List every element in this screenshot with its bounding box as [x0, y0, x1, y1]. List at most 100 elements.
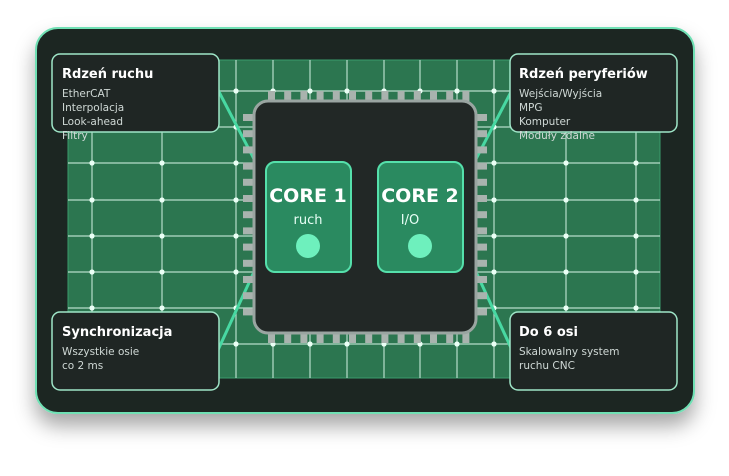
chip-pin [365, 91, 373, 103]
card-axes-title: Do 6 osi [519, 325, 578, 340]
card-motion-core-line: Look-ahead [62, 116, 123, 128]
card-axes: Do 6 osi Skalowalny system ruchu CNC [509, 311, 678, 391]
chip-pin [243, 114, 255, 121]
chip-pin [316, 331, 324, 343]
chip-pin [243, 243, 255, 251]
grid-via [491, 160, 497, 166]
chip-pin [243, 195, 255, 202]
chip-pin [332, 91, 340, 103]
card-synchronization-title: Synchronizacja [62, 325, 172, 340]
chip-pin [316, 91, 324, 103]
grid-via [233, 269, 239, 275]
chip-pin [446, 91, 454, 103]
grid-via [159, 197, 165, 203]
chip-pin [475, 276, 487, 283]
card-peripheral-core-line: Komputer [519, 116, 571, 128]
core-1-title: CORE 1 [269, 185, 347, 207]
grid-via [563, 269, 569, 275]
chip-pin [475, 243, 487, 251]
chip-pin [397, 331, 405, 343]
chip-pin [381, 91, 389, 103]
grid-via [307, 88, 313, 94]
chip-pin [462, 331, 470, 343]
card-axes-box [509, 311, 678, 391]
grid-via [233, 233, 239, 239]
chip-pin [349, 91, 356, 103]
card-synchronization-line: co 2 ms [62, 360, 103, 372]
card-motion-core-line: EtherCAT [62, 88, 111, 100]
card-motion-core-line: Filtry [62, 130, 88, 142]
card-synchronization: Synchronizacja Wszystkie osie co 2 ms [51, 311, 220, 391]
grid-via [89, 269, 95, 275]
chip-pin [475, 308, 487, 316]
chip-pin [446, 331, 454, 343]
grid-via [454, 88, 460, 94]
chip-pin [475, 259, 487, 267]
grid-via [89, 197, 95, 203]
chip-pin [365, 331, 373, 343]
grid-via [159, 305, 165, 311]
core-1: CORE 1 ruch [265, 161, 352, 273]
card-motion-core-title: Rdzeń ruchu [62, 67, 153, 82]
grid-via [89, 305, 95, 311]
grid-via [159, 233, 165, 239]
chip-pin [475, 130, 487, 138]
card-peripheral-core-box [509, 53, 678, 133]
grid-via [159, 160, 165, 166]
chip-pin [300, 331, 308, 343]
chip-pin [475, 178, 487, 186]
card-peripheral-core-line: MPG [519, 102, 543, 114]
chip-pin [243, 146, 255, 154]
chip-pin [475, 162, 487, 170]
chip-pin [397, 91, 405, 103]
chip-pin [475, 227, 487, 235]
grid-via [633, 233, 639, 239]
card-axes-line: ruchu CNC [519, 360, 575, 372]
grid-via [233, 341, 239, 347]
chip-pin [475, 146, 487, 154]
core-1-indicator-dot [296, 234, 320, 258]
grid-via [89, 233, 95, 239]
card-peripheral-core: Rdzeń peryferiów Wejścia/Wyjścia MPG Kom… [509, 53, 678, 142]
chip-pin [332, 331, 340, 343]
grid-via [344, 88, 350, 94]
grid-via [233, 160, 239, 166]
grid-via [159, 269, 165, 275]
card-axes-line: Skalowalny system [519, 346, 619, 358]
chip-pin [300, 91, 308, 103]
card-synchronization-line: Wszystkie osie [62, 346, 139, 358]
chip-pin [381, 331, 389, 343]
card-peripheral-core-title: Rdzeń peryferiów [519, 67, 648, 82]
chip-pin [243, 276, 255, 283]
chip-body [252, 99, 478, 335]
grid-via [454, 341, 460, 347]
grid-via [633, 305, 639, 311]
chip-pin [243, 259, 255, 267]
chip-pin [475, 195, 487, 202]
grid-via [233, 88, 239, 94]
card-peripheral-core-line: Wejścia/Wyjścia [519, 88, 602, 100]
grid-via [491, 233, 497, 239]
core-2-indicator-dot [408, 234, 432, 258]
chip-pin [243, 130, 255, 138]
chip-pin [268, 91, 275, 103]
chip-pin [430, 331, 437, 343]
core-1-subtitle: ruch [294, 213, 323, 228]
grid-via [633, 197, 639, 203]
grid-via [563, 305, 569, 311]
core-2-subtitle: I/O [401, 213, 419, 228]
core-1-box [265, 161, 352, 273]
grid-via [491, 197, 497, 203]
core-2-box [377, 161, 464, 273]
grid-via [491, 269, 497, 275]
core-2-title: CORE 2 [381, 185, 459, 207]
chip-pin [475, 211, 487, 219]
chip-pin [430, 91, 437, 103]
chip-pin [243, 308, 255, 316]
chip-pin [413, 91, 421, 103]
chip-pin [462, 91, 470, 103]
chip-pin [475, 292, 487, 300]
chip-pins [243, 91, 487, 343]
grid-via [633, 160, 639, 166]
